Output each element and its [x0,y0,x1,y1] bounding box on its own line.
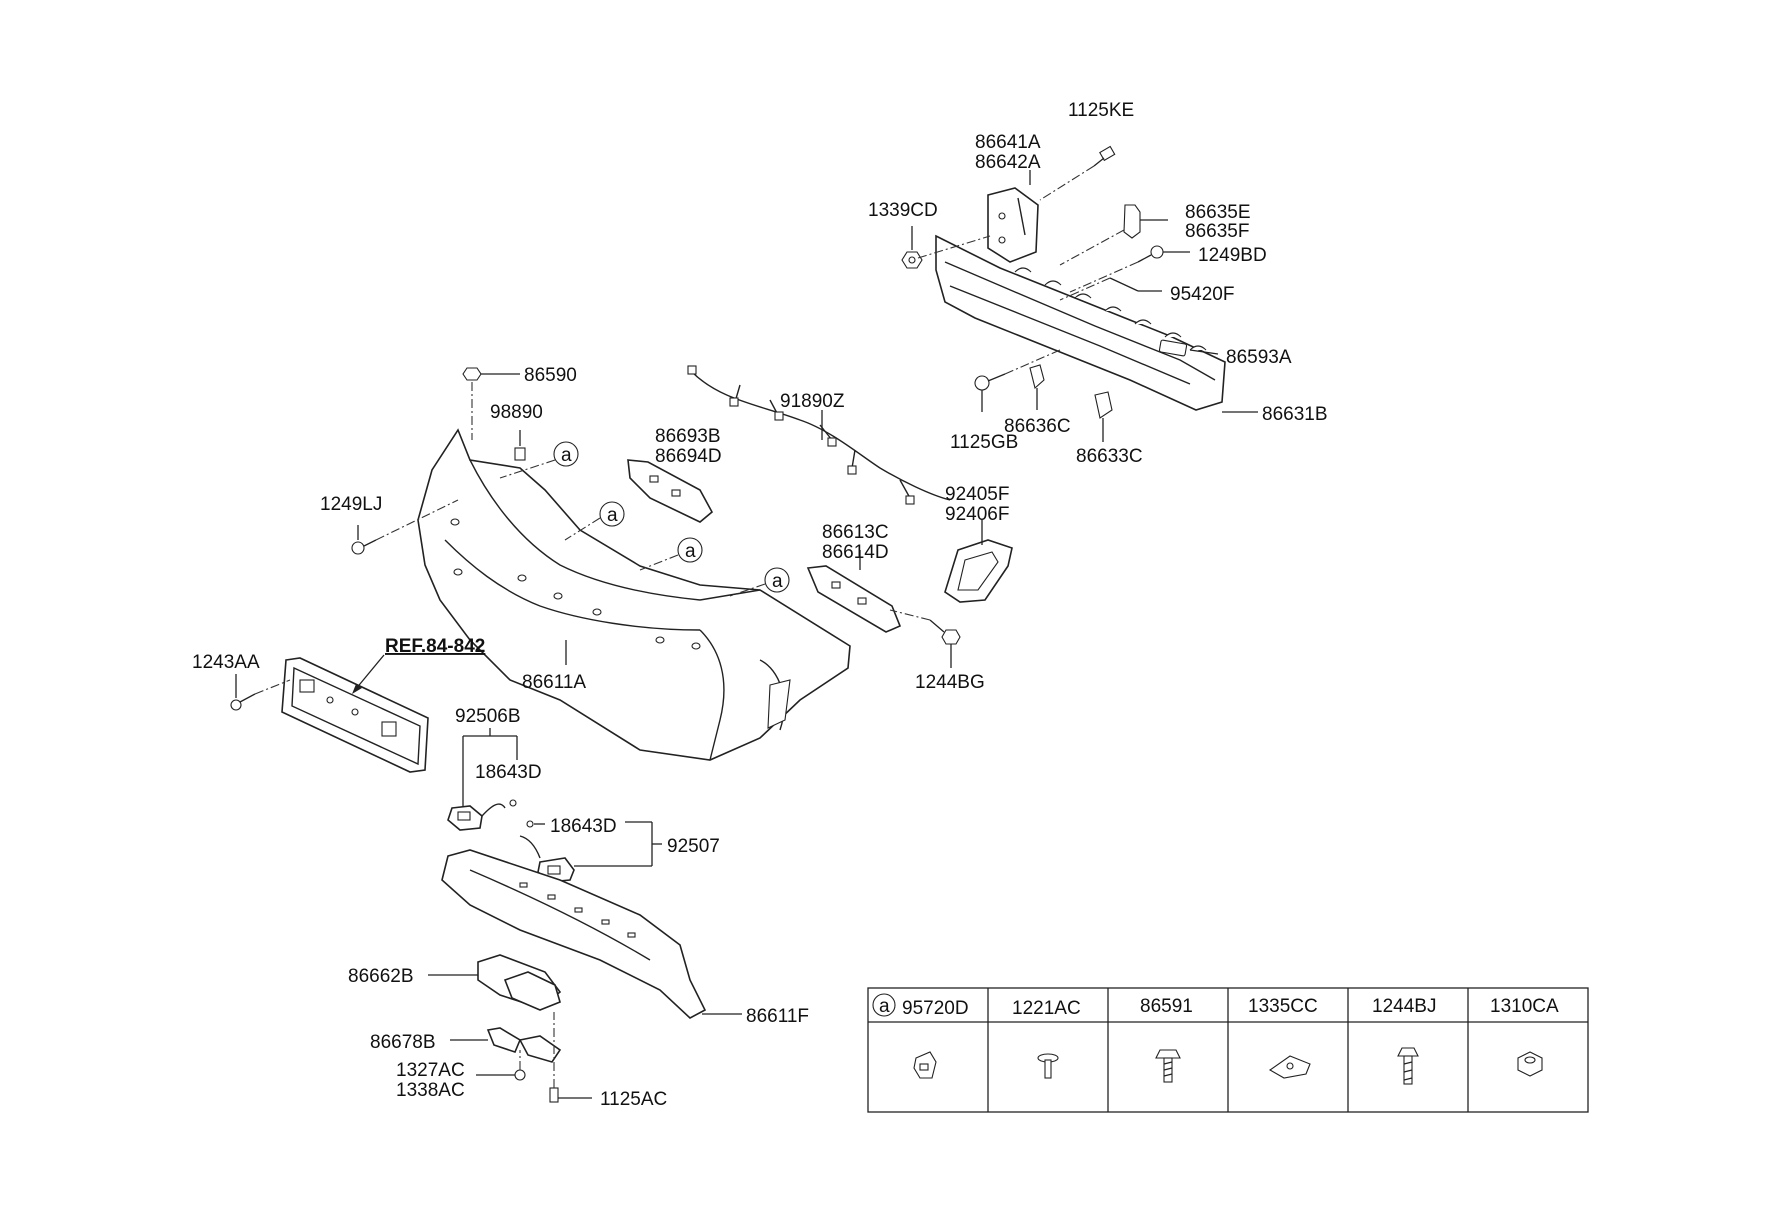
label-86641A: 86641A [975,132,1041,153]
marker-label: a [607,505,618,526]
screw-1243AA[interactable] [230,693,256,711]
label-1125GB: 1125GB [950,432,1018,453]
bolt-1249BD[interactable] [1137,245,1164,263]
label-1244BG: 1244BG [915,672,985,693]
reflector-92405F[interactable] [944,539,1013,603]
label-86636C: 86636C [1004,416,1071,437]
label-1249BD: 1249BD [1198,245,1267,266]
rod-95420F[interactable] [1109,277,1139,292]
label-86611F: 86611F [746,1006,809,1027]
marker-label: a [561,445,572,466]
label-86613C: 86613C [822,522,889,543]
label-92507: 92507 [667,836,720,857]
label-86693B: 86693B [655,426,721,447]
legend-col-95720D: a 95720D [872,993,969,1019]
label-86611A: 86611A [522,672,586,693]
bumper-beam-group [901,145,1258,442]
beam-ribs [1014,267,1207,351]
label-1339CD: 1339CD [868,200,938,221]
label-1125KE: 1125KE [1068,100,1134,121]
bolt-1125KE[interactable] [1093,145,1116,167]
bracket-86613C[interactable] [806,565,902,633]
bracket-86635E[interactable] [1123,204,1141,239]
bolt-icon [1397,1047,1419,1085]
label-1249LJ: 1249LJ [320,494,382,515]
bumper-cover-86611A[interactable] [417,428,851,761]
clip-marker-a-3: a [677,537,703,563]
bulb-18643D-a[interactable] [509,799,517,807]
label-86678B: 86678B [370,1032,436,1053]
bracket-86636C[interactable] [1029,364,1045,390]
label-86642A: 86642A [975,152,1041,173]
label-18643D-b: 18643D [550,816,617,837]
parking-sensor-holes [450,518,701,650]
callout-labels: 1125KE 86641A 86642A 1339CD 86635E 86635… [192,100,1328,1110]
legend-part-86591: 86591 [1140,996,1193,1017]
bracket-86633C[interactable] [1094,391,1113,419]
screw-icon [1037,1053,1059,1079]
label-98890: 98890 [490,402,543,423]
diffuser-holes [519,882,636,938]
exhaust-bracket-86678B[interactable] [486,1027,562,1063]
label-18643D-a: 18643D [475,762,542,783]
clip-marker-a-4: a [764,567,790,593]
bracket-86641A[interactable] [987,187,1039,263]
label-1243AA: 1243AA [192,652,260,673]
label-ref-84-842: REF.84-842 [385,636,485,657]
label-1338AC: 1338AC [396,1080,465,1101]
legend-part-1221AC: 1221AC [1012,998,1081,1019]
screw-1249LJ[interactable] [351,539,377,555]
bulb-18643D-b[interactable] [526,820,534,828]
fastener-legend-table: a 95720D 1221AC 86591 1335CC 1244BJ 1310… [867,987,1589,1113]
clip-marker-a-2: a [599,501,625,527]
clip-marker-a-1: a [553,441,579,467]
label-86662B: 86662B [348,966,414,987]
lamp-92506B[interactable] [447,803,506,831]
pad-86593A[interactable] [1158,339,1188,357]
bolt-1125GB[interactable] [974,373,1006,391]
exhaust-trim-86662B[interactable] [477,954,562,1011]
label-86593A: 86593A [1226,347,1292,368]
diffuser-86611F[interactable] [441,849,707,1019]
marker-label: a [685,541,696,562]
label-1125AC: 1125AC [600,1089,667,1110]
label-86635E: 86635E [1185,202,1251,223]
bolt-86590[interactable] [462,367,482,381]
label-92406F: 92406F [945,504,1009,525]
wiring-harness-91890Z[interactable] [687,365,951,505]
license-plate-bracket[interactable] [281,657,429,773]
label-92405F: 92405F [945,484,1009,505]
clip-98890[interactable] [514,447,526,461]
label-1327AC: 1327AC [396,1060,465,1081]
label-86590: 86590 [524,365,577,386]
marker-label: a [772,571,783,592]
label-86631B: 86631B [1262,404,1328,425]
legend-marker: a [879,996,890,1017]
label-92506B: 92506B [455,706,521,727]
tapping-screw-icon [1155,1049,1181,1083]
bumper-beam-86631B[interactable] [935,234,1226,411]
hex-nut-icon [1517,1051,1543,1077]
bolt-1125AC[interactable] [549,1087,559,1103]
label-86614D: 86614D [822,542,889,563]
clip-icon [913,1051,937,1079]
legend-part-1335CC: 1335CC [1248,996,1318,1017]
label-86694D: 86694D [655,446,722,467]
label-86635F: 86635F [1185,221,1249,242]
legend-part-1310CA: 1310CA [1490,996,1559,1017]
label-95420F: 95420F [1170,284,1234,305]
bracket-86693B[interactable] [627,459,714,523]
legend-part-1244BJ: 1244BJ [1372,996,1436,1017]
nut-1327AC[interactable] [514,1069,526,1081]
nut-1339CD[interactable] [901,251,923,269]
legend-part-95720D: 95720D [902,998,969,1019]
clip-nut-icon [1268,1055,1311,1079]
label-86633C: 86633C [1076,446,1143,467]
screw-1244BG[interactable] [929,619,961,645]
label-91890Z: 91890Z [780,391,845,412]
